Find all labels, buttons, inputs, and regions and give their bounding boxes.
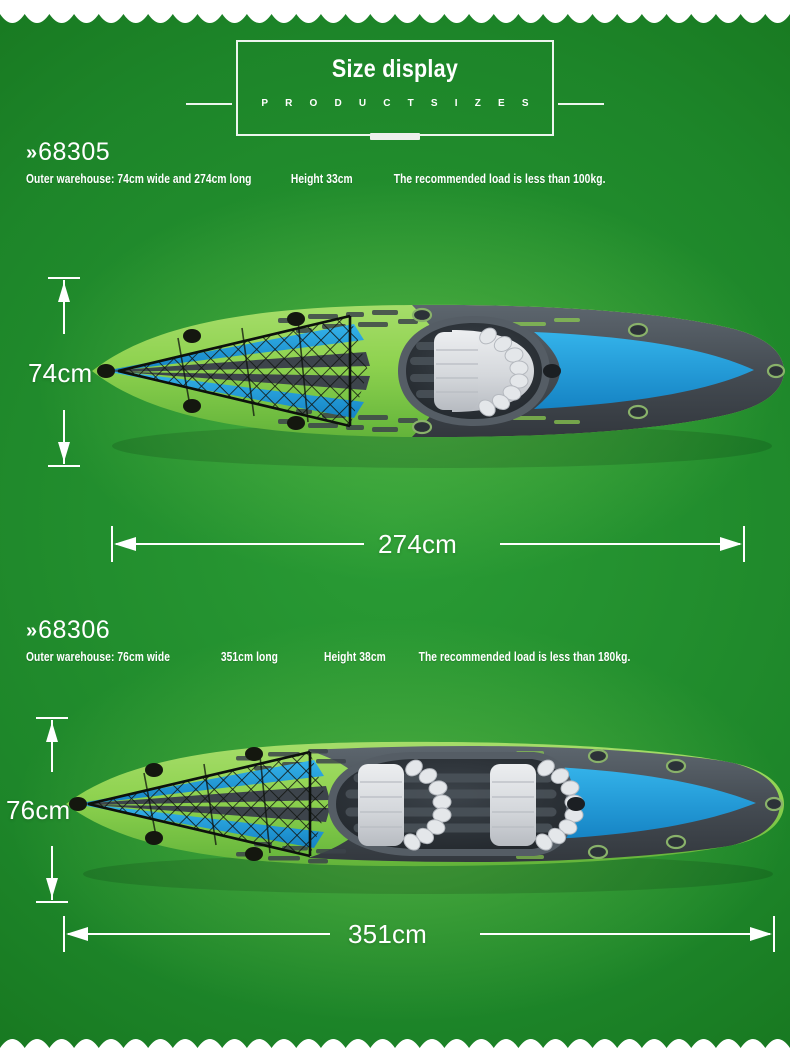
- scallop-edge-top: [0, 0, 790, 23]
- header-subtitle-row: P R O D U C T S I Z E S: [186, 98, 604, 109]
- model-number: 68306: [38, 616, 111, 644]
- spec-load: The recommended load is less than 180kg.: [418, 650, 631, 664]
- spec-length: 351cm long: [220, 650, 279, 664]
- spec-height: Height 38cm: [323, 650, 386, 664]
- spec-row-68305: Outer warehouse: 74cm wide and 274cm lon…: [26, 172, 606, 186]
- scallop-edge-bottom: [0, 1039, 790, 1062]
- header-subtitle: P R O D U C T S I Z E S: [242, 98, 548, 109]
- length-label-68305: 274cm: [378, 529, 458, 559]
- width-dimension-68306: [36, 717, 68, 903]
- width-dimension-68305: [48, 277, 80, 467]
- length-dimension-68305: [111, 526, 745, 562]
- stern-blue-wedge: [534, 766, 756, 840]
- header: Size display P R O D U C T S I Z E S: [186, 40, 604, 140]
- chevron-double-right-icon: »: [26, 142, 37, 164]
- kayak-illustration-68306: [66, 741, 784, 894]
- model-number-row: » 68305: [26, 140, 733, 165]
- kayak-illustration-68305: [92, 304, 786, 468]
- chevron-double-right-icon: »: [26, 620, 37, 642]
- page-title: Size display: [331, 55, 459, 83]
- product-label-68305: » 68305 Outer warehouse: 74cm wide and 2…: [26, 140, 733, 187]
- width-label-68306: 76cm: [6, 795, 71, 825]
- seat-1: [358, 759, 452, 851]
- spec-load: The recommended load is less than 100kg.: [393, 172, 606, 186]
- length-label-68306: 351cm: [348, 919, 428, 949]
- header-bottom-tab: [370, 133, 420, 140]
- cargo-net: [117, 314, 368, 428]
- spec-row-68306: Outer warehouse: 76cm wide 351cm long He…: [26, 650, 630, 664]
- subtitle-rule-right: [558, 102, 604, 105]
- stern-blue-wedge: [534, 332, 754, 409]
- spec-height: Height 33cm: [290, 172, 353, 186]
- seat-1: [434, 327, 534, 417]
- model-number: 68305: [38, 138, 111, 166]
- d-rings: [69, 747, 784, 861]
- spec-width: Outer warehouse: 76cm wide: [26, 650, 170, 664]
- spec-dimensions: Outer warehouse: 74cm wide and 274cm lon…: [26, 172, 252, 186]
- model-number-row: » 68306: [26, 618, 763, 643]
- d-rings: [97, 307, 786, 435]
- width-label-68305: 74cm: [28, 358, 93, 388]
- product-label-68306: » 68306 Outer warehouse: 76cm wide 351cm…: [26, 618, 763, 665]
- seat-2: [490, 759, 584, 851]
- cargo-net: [87, 750, 328, 858]
- length-dimension-68306: [63, 916, 775, 952]
- subtitle-rule-left: [186, 102, 232, 105]
